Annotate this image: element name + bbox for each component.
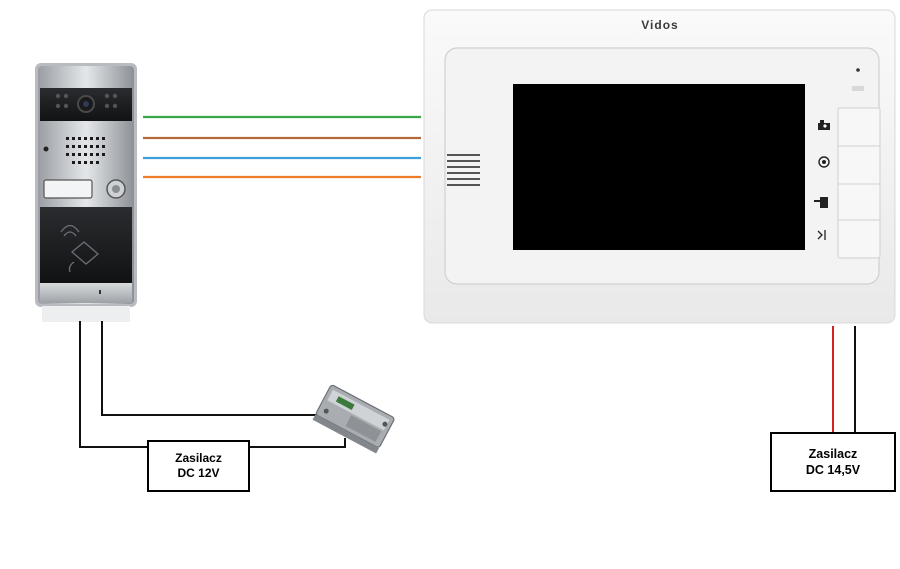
monitor [423,9,896,324]
power-supply-lock: Zasilacz DC 12V [147,440,250,492]
monitor-power-wiring [832,326,856,434]
psu-monitor-voltage: DC 14,5V [805,463,861,477]
camera-icon [818,120,830,130]
power-led [852,86,864,91]
signal-wires [143,115,421,179]
gate-icon [817,230,826,240]
intercom-icon [818,156,830,168]
door-unlock-icon [814,197,828,208]
wire-station-to-psu [79,321,149,448]
brand-logo: Vidos [641,18,679,32]
speaker-slots [447,154,480,186]
door-station [35,63,137,322]
psu-monitor-label: Zasilacz [808,447,858,461]
wire-psu-to-lock [248,438,346,448]
power-supply-monitor: Zasilacz DC 14,5V [770,432,896,492]
microphone-hole [856,68,860,72]
name-plate [43,179,93,199]
psu-lock-voltage: DC 12V [177,466,220,480]
lock-wiring [79,321,346,448]
rfid-reader [40,207,132,283]
led-row [55,93,118,109]
psu-lock-label: Zasilacz [175,451,222,465]
speaker-grille [66,137,105,164]
rfid-card-icon [60,224,100,273]
wire-station-to-lock [101,321,338,416]
electric-lock [312,384,395,454]
screen [513,84,805,250]
